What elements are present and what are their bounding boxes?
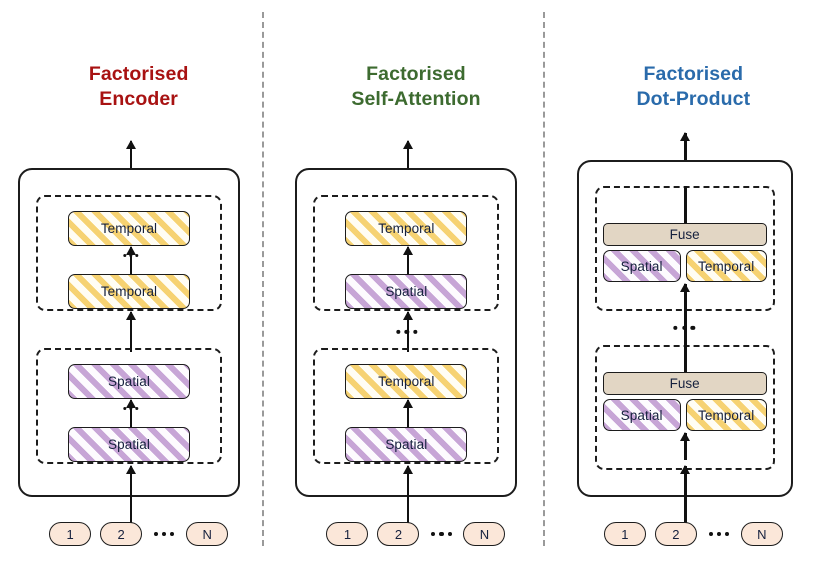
block-fuse-upper[interactable]: Fuse: [602, 223, 767, 246]
column-factorised-encoder: Factorised Encoder Temporal Temporal Spa…: [0, 0, 277, 564]
arrow-sa-lower-inner: [406, 400, 410, 428]
ellipsis-enc-spatial: [123, 407, 139, 410]
block-label: Temporal: [100, 221, 158, 236]
token-1[interactable]: 1: [603, 522, 646, 546]
token-1[interactable]: 1: [49, 522, 92, 546]
output-arrow-encoder: [129, 141, 132, 169]
arrow-enc-spatial-inner: [129, 400, 132, 420]
group-enc-spatial: [36, 348, 222, 464]
token-row-encoder: 1 2 N: [0, 520, 277, 548]
ellipsis-sa-between-groups: [396, 329, 418, 335]
column-divider-1: [262, 12, 264, 546]
arrow-enc-between-groups: [129, 312, 132, 352]
block-fuse-lower[interactable]: Fuse: [602, 372, 767, 395]
block-label: Spatial: [108, 374, 150, 389]
column-divider-2: [543, 12, 545, 546]
arrow-dp-upper-in: [684, 284, 687, 311]
arrow-dp-lower-in: [684, 433, 687, 460]
column-factorised-dot-product: Factorised Dot-Product Fuse Spatial Temp…: [555, 0, 832, 564]
block-label: Spatial: [620, 407, 663, 423]
block-label: Spatial: [385, 284, 428, 299]
column-factorised-self-attention: Factorised Self-Attention Temporal Spati…: [277, 0, 554, 564]
group-sa-lower: [313, 348, 500, 464]
token-ellipsis: [151, 531, 177, 537]
output-arrow-dot-product: [684, 133, 687, 161]
block-spatial-bottom[interactable]: Spatial: [68, 427, 190, 462]
fuse-label: Fuse: [669, 376, 700, 391]
line-enc-temporal-lower: [129, 262, 132, 276]
line-dp-lower-out: [684, 345, 687, 383]
block-dp-temporal-lower[interactable]: Temporal: [685, 399, 767, 431]
line-dp-upper-out: [684, 186, 687, 224]
token-ellipsis: [428, 531, 454, 537]
block-sa-temporal-upper[interactable]: Temporal: [345, 211, 468, 246]
column-title-factorised-dot-product: Factorised Dot-Product: [636, 63, 751, 110]
arrow-enc-temporal-inner: [129, 247, 132, 267]
block-label: Temporal: [378, 374, 435, 389]
fuse-label: Fuse: [669, 227, 700, 242]
block-dp-spatial-lower[interactable]: Spatial: [602, 399, 681, 431]
block-sa-spatial-lower[interactable]: Spatial: [345, 427, 468, 462]
column-title-factorised-encoder: Factorised Encoder: [88, 63, 189, 110]
token-2[interactable]: 2: [100, 522, 143, 546]
block-label: Temporal: [697, 258, 755, 274]
block-label: Spatial: [620, 258, 663, 274]
block-sa-temporal-lower[interactable]: Temporal: [345, 364, 468, 399]
arrow-sa-upper-inner: [406, 247, 410, 275]
input-arrow-dot-product: [684, 466, 687, 524]
token-row-dot-product: 1 2 N: [555, 520, 832, 548]
block-label: Temporal: [100, 284, 158, 299]
token-ellipsis: [706, 531, 732, 537]
block-dp-spatial-upper[interactable]: Spatial: [602, 250, 681, 282]
block-label: Temporal: [697, 407, 755, 423]
token-row-self-attention: 1 2 N: [277, 520, 554, 548]
block-label: Spatial: [108, 437, 150, 452]
block-label: Spatial: [385, 437, 428, 452]
output-arrow-self-attention: [406, 141, 410, 169]
block-label: Temporal: [378, 221, 435, 236]
token-n[interactable]: N: [740, 522, 783, 546]
block-temporal-top[interactable]: Temporal: [68, 211, 190, 246]
ellipsis-enc-temporal: [123, 254, 139, 257]
block-spatial-top[interactable]: Spatial: [68, 364, 190, 399]
group-enc-temporal: [36, 195, 222, 311]
group-sa-upper: [313, 195, 500, 311]
token-n[interactable]: N: [463, 522, 506, 546]
column-title-factorised-self-attention: Factorised Self-Attention: [351, 63, 481, 110]
input-arrow-encoder: [129, 466, 132, 524]
block-temporal-bottom[interactable]: Temporal: [68, 274, 190, 309]
block-dp-temporal-upper[interactable]: Temporal: [685, 250, 767, 282]
token-2[interactable]: 2: [377, 522, 420, 546]
block-sa-spatial-upper[interactable]: Spatial: [345, 274, 468, 309]
ellipsis-dp-between-groups: [673, 325, 695, 331]
input-arrow-self-attention: [406, 466, 410, 524]
token-n[interactable]: N: [186, 522, 229, 546]
token-2[interactable]: 2: [654, 522, 697, 546]
token-1[interactable]: 1: [326, 522, 369, 546]
line-enc-spatial-lower: [129, 415, 132, 429]
